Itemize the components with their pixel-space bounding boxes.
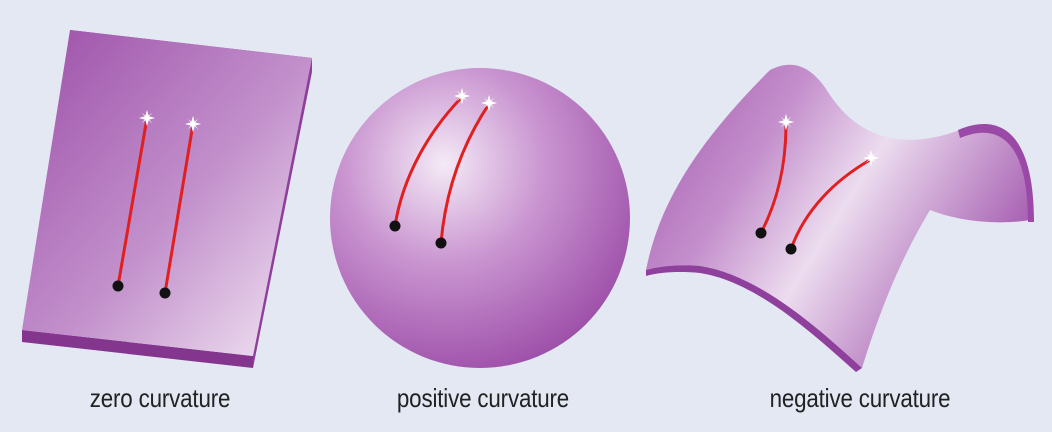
saddle-face (646, 64, 1030, 369)
caption-negative-curvature: negative curvature (769, 383, 951, 413)
saddle-surface (646, 64, 1034, 372)
start-dot-icon (389, 220, 401, 232)
path-line (759, 123, 788, 234)
sphere-surface (330, 68, 630, 368)
plane-bottom-edge (22, 330, 253, 368)
start-dot-icon (785, 243, 797, 255)
flat-plane (22, 30, 312, 368)
caption-positive-curvature: positive curvature (396, 383, 570, 413)
plane-face (22, 30, 312, 356)
path-line (116, 117, 149, 287)
sphere (330, 68, 630, 368)
path-line (163, 123, 195, 294)
start-dot-icon (112, 280, 124, 292)
caption-zero-curvature: zero curvature (89, 383, 231, 413)
saddle-bottom-edge (646, 265, 862, 372)
positive-curvature-paths (389, 87, 498, 249)
path-line (439, 103, 491, 244)
start-dot-icon (159, 287, 171, 299)
saddle-rim-edge (958, 123, 1034, 222)
start-dot-icon (435, 237, 447, 249)
start-dot-icon (755, 227, 767, 239)
path-line (393, 95, 464, 227)
negative-curvature-paths (755, 113, 880, 255)
zero-curvature-paths (112, 109, 202, 299)
path-line (789, 158, 871, 250)
